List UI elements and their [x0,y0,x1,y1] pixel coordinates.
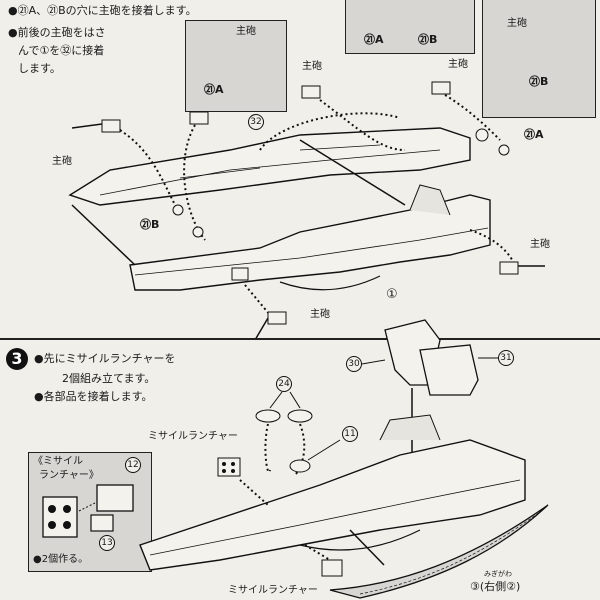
callout-right-21b: ㉑B [529,75,549,88]
step2-instruction-1: ●㉑A、㉑Bの穴に主砲を接着します。 [8,4,197,17]
right-side-label: ③(右側②) [470,580,521,593]
part-31-marker: 31 [498,350,514,366]
step3-instruction-1: ●先にミサイルランチャーを [34,352,176,365]
inset-part-12: 12 [125,457,141,473]
part-1-label: ① [386,287,398,302]
part-11-marker: 11 [342,426,358,442]
callout-right-gun-label: 主砲 [507,18,527,29]
part-24-marker: 24 [276,376,292,392]
parts-callout-box-top: ㉑A ㉑B [345,0,475,54]
missile-launcher-inset: 《ミサイル ランチャー》 12 13 ●2個作る。 [28,452,152,572]
step3-badge: 3 [6,348,28,370]
step2-instruction-3: んで①を㉜に接着 [18,44,105,57]
missile-launcher-label-lower: ミサイルランチャー [228,585,318,596]
missile-launcher-label-upper: ミサイルランチャー [148,431,238,442]
main-gun-label-upper-right: 主砲 [448,59,468,70]
step2-hull-diagram [68,81,545,340]
inset-title-1: 《ミサイル [33,456,83,467]
step3-instruction-2: 2個組み立てます。 [62,372,156,385]
missile-launcher-parts [42,484,134,538]
callout-21b-label: ㉑B [418,33,438,46]
main-gun-label-right: 主砲 [530,239,550,250]
inset-title-2: ランチャー》 [39,470,99,481]
main-gun-label-left: 主砲 [52,156,72,167]
inset-part-13: 13 [99,535,115,551]
main-gun-label-upper-left: 主砲 [302,61,322,72]
step2-instruction-2: ●前後の主砲をはさ [8,26,106,39]
callout-21a-label: ㉑A [364,33,384,46]
part-32-marker: 32 [248,114,264,130]
callout-left-gun-label: 主砲 [236,26,256,37]
section-divider [0,338,600,340]
main-gun-callout-left: 主砲 ㉑A [185,20,287,112]
right-side-ruby: みぎがわ [484,570,512,578]
part-21a-label: ㉑A [524,128,544,141]
inset-note: ●2個作る。 [33,554,89,565]
main-gun-label-bottom: 主砲 [310,309,330,320]
step3-instruction-3: ●各部品を接着します。 [34,390,153,403]
main-gun-callout-right: 主砲 ㉑B [482,0,596,118]
step2-instruction-4: します。 [18,62,61,75]
callout-left-21a: ㉑A [204,83,224,96]
part-21b-label: ㉑B [140,218,160,231]
part-30-marker: 30 [346,356,362,372]
